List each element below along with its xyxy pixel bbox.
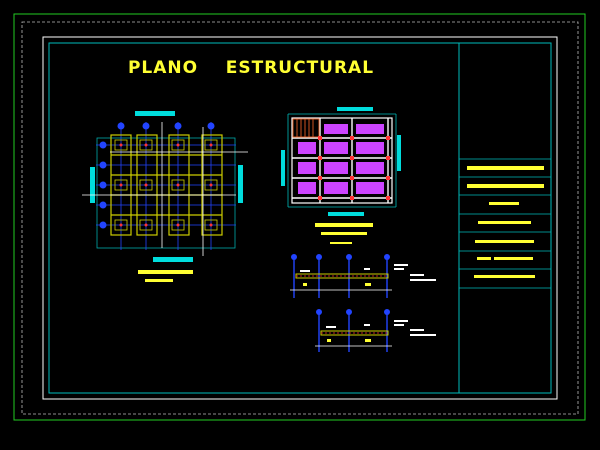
foundation-axis-lines [96,122,236,250]
floor-caption-line-3 [330,242,352,244]
title-block-text-marks [467,166,544,278]
floor-top-cyan-bar [337,107,373,111]
title-block [458,43,551,393]
foundation-top-cyan-bar [135,111,175,116]
section-2-axis-bubbles [316,309,390,315]
inner-white-border [42,36,558,400]
floor-bottom-cyan-bar [328,212,364,216]
section-1-marks [303,283,371,286]
floor-caption-line-2 [321,232,367,235]
floor-caption-line-1 [315,223,373,227]
section-2-marks [327,339,371,342]
floor-plan [281,107,401,244]
floor-dim-lines [287,113,397,208]
foundation-plan [82,111,248,282]
floor-outline [291,117,393,204]
foundation-left-cyan-bar [90,167,95,203]
foundation-white-refs [82,122,248,256]
foundation-column-dots [119,143,213,227]
dashed-white-border [21,21,579,415]
foundation-axis-bubbles [99,122,215,229]
section-detail-2 [315,309,436,352]
section-1-notes [300,264,436,281]
foundation-bottom-cyan-bar [153,257,193,262]
outer-green-border [13,13,586,421]
section-1-axis-bubbles [291,254,390,260]
foundation-caption-line-1 [138,270,193,274]
floor-beams [292,118,392,203]
foundation-outline [96,137,236,249]
sheet-frames [13,13,586,421]
inner-cyan-border [48,42,552,394]
floor-right-cyan-bar [397,135,401,171]
foundation-footings [114,139,218,231]
floor-left-cyan-bar [281,150,285,186]
floor-stairs [292,118,320,138]
foundation-caption-line-2 [145,279,173,282]
floor-columns [318,136,390,200]
page-title: PLANO ESTRUCTURAL [128,58,374,78]
title-block-rows [459,158,551,289]
section-detail-1 [290,254,436,298]
foundation-right-cyan-bar [238,165,243,203]
section-2-columns [318,313,388,352]
section-2-notes [326,320,436,336]
floor-slabs [298,124,384,194]
